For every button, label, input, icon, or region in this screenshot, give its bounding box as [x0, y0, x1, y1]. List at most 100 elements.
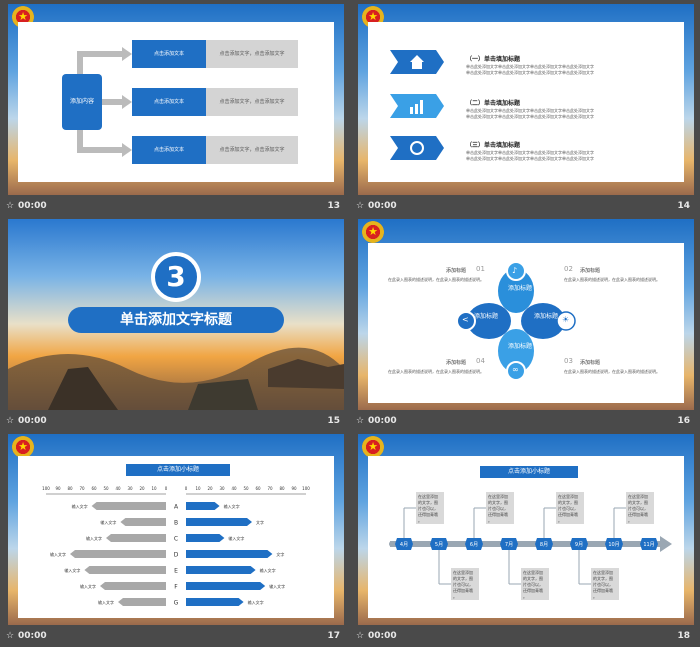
axis-tick-right: 10: [195, 486, 201, 491]
share-icon: <: [462, 315, 469, 324]
petal-title: 添加标题: [508, 285, 533, 292]
star-icon: ☆: [356, 201, 365, 211]
item-line: 单击此处添加文字单击此处添加文字单击此处添加文字单击此处添加文字: [466, 108, 594, 113]
note-text: 片也可以，: [593, 581, 613, 587]
item-title: 添加标题: [446, 360, 467, 366]
month-marker: [535, 538, 553, 550]
note-text: 还得加青哦: [418, 511, 438, 517]
note-text: 。: [558, 518, 562, 523]
item-title: 添加标题: [580, 360, 601, 366]
slide-time: 00:00: [368, 201, 397, 211]
microphone-icon: ♪: [512, 266, 518, 275]
slide-number: 13: [327, 201, 340, 211]
box-label-1[interactable]: 点击添加文本: [132, 40, 206, 68]
axis-tick-left: 90: [55, 486, 61, 491]
bar-left: [100, 582, 166, 590]
axis-tick-left: 80: [67, 486, 73, 491]
bar-right: [186, 550, 273, 558]
slide-time: 00:00: [368, 631, 397, 641]
emblem-icon: ★: [362, 436, 384, 458]
item-line: 单击此处添加文字单击此处添加文字单击此处添加文字单击此处添加文字: [466, 114, 594, 119]
petal-title: 添加标题: [534, 313, 559, 320]
timeline-title: 点击添加小标题: [480, 466, 578, 478]
axis-tick-left: 100: [42, 486, 50, 491]
note-text: 片也可以，: [418, 505, 438, 511]
slide-number: 18: [677, 631, 690, 641]
slide-16-canvas: ★ ♪ ☀ ∞ < 添加标题 添加标题 添加标题: [358, 219, 694, 410]
note-box: [486, 492, 514, 524]
section-title[interactable]: 单击添加文字标题: [68, 307, 284, 333]
slide-14-canvas: ★ ⌂ ▮ ⚙ （一）单击填加标题 单击此处添加文字单击此处添加文字单击此处添加…: [358, 4, 694, 195]
petal-title: 添加标题: [474, 313, 499, 320]
note-text: 片也可以，: [558, 505, 578, 511]
slide-thumb-13[interactable]: ★ 添加内容 点击添加文本 点击添加文字，点击添加文字 点击添加文本 点击添加文…: [0, 0, 350, 215]
note-text: 还得加青哦: [488, 511, 508, 517]
category-label: F: [174, 584, 178, 591]
note-text: 片也可以，: [628, 505, 648, 511]
slide-thumb-18[interactable]: ★ 点击添加小标题 4月在这里添加的文字，图片也可以，还得加青哦。5月在这里添加…: [350, 430, 700, 645]
star-icon: ☆: [356, 631, 365, 641]
item-title-2: （二）单击填加标题: [466, 100, 521, 107]
month-label: 8月: [540, 542, 548, 548]
item-title-3: （三）单击填加标题: [466, 142, 521, 149]
note-text: 在这里添加: [523, 569, 543, 575]
bar-label-left: 输入文字: [98, 599, 114, 605]
slide-15-canvas: 3 单击添加文字标题: [8, 219, 344, 410]
bar-label-left: 输入文字: [100, 519, 116, 525]
bar-label-right: 输入文字: [228, 535, 244, 541]
category-label: A: [174, 504, 179, 511]
note-text: 还得加青哦: [558, 511, 578, 517]
item-title: 添加标题: [580, 268, 601, 274]
axis-tick-right: 90: [291, 486, 297, 491]
month-marker: [395, 538, 413, 550]
note-text: 。: [453, 594, 457, 599]
axis-tick-left: 50: [103, 486, 109, 491]
note-box: [591, 568, 619, 600]
box-text-3[interactable]: 点击添加文字，点击添加文字: [206, 136, 298, 164]
slide-footer: ☆ 00:00 15: [0, 413, 350, 429]
note-text: 在这里添加: [488, 493, 508, 499]
note-box: [451, 568, 479, 600]
slide-thumb-16[interactable]: ★ ♪ ☀ ∞ < 添加标题 添加标题 添加标题: [350, 215, 700, 430]
axis-tick-right: 40: [231, 486, 237, 491]
note-text: 。: [488, 518, 492, 523]
chart-title: 点击添加小标题: [126, 464, 230, 476]
slide-thumb-14[interactable]: ★ ⌂ ▮ ⚙ （一）单击填加标题 单击此处添加文字单击此处添加文字单击此处添加…: [350, 0, 700, 215]
slide-number: 16: [677, 416, 690, 426]
category-label: G: [174, 600, 179, 607]
slide-footer: ☆ 00:00 17: [0, 628, 350, 644]
box-text-1[interactable]: 点击添加文字，点击添加文字: [206, 40, 298, 68]
box-label-3[interactable]: 点击添加文本: [132, 136, 206, 164]
axis-tick-right: 100: [302, 486, 310, 491]
slide-13-panel: 添加内容 点击添加文本 点击添加文字，点击添加文字 点击添加文本 点击添加文字，…: [18, 22, 334, 182]
item-desc: 在此录入图表的描述说明，在此录入图表的描述说明。: [564, 369, 660, 374]
bar-label-left: 输入文字: [80, 583, 96, 589]
note-text: 片也可以，: [453, 581, 473, 587]
item-line: 单击此处添加文字单击此处添加文字单击此处添加文字单击此处添加文字: [466, 70, 594, 75]
axis-tick-left: 60: [91, 486, 97, 491]
box-text-2[interactable]: 点击添加文字，点击添加文字: [206, 88, 298, 116]
bar-left: [120, 518, 166, 526]
center-label[interactable]: 添加内容: [62, 74, 102, 130]
item-desc: 在此录入图表的描述说明，在此录入图表的描述说明。: [388, 369, 484, 374]
note-text: 在这里添加: [418, 493, 438, 499]
axis-tick-left: 30: [127, 486, 133, 491]
bar-right: [186, 534, 225, 542]
month-marker: [640, 538, 658, 550]
item-title-1: （一）单击填加标题: [466, 56, 521, 63]
item-line: 单击此处添加文字单击此处添加文字单击此处添加文字单击此处添加文字: [466, 150, 594, 155]
slide-18-canvas: ★ 点击添加小标题 4月在这里添加的文字，图片也可以，还得加青哦。5月在这里添加…: [358, 434, 694, 625]
note-text: 在这里添加: [593, 569, 613, 575]
slide-footer: ☆ 00:00 18: [350, 628, 700, 644]
category-label: B: [174, 520, 178, 527]
box-label-2[interactable]: 点击添加文本: [132, 88, 206, 116]
note-text: 片也可以，: [523, 581, 543, 587]
petal-title: 添加标题: [508, 343, 533, 350]
axis-tick-right: 30: [219, 486, 225, 491]
axis-tick-right: 50: [243, 486, 249, 491]
note-text: 在这里添加: [628, 493, 648, 499]
slide-thumb-15[interactable]: 3 单击添加文字标题 ☆ 00:00 15: [0, 215, 350, 430]
